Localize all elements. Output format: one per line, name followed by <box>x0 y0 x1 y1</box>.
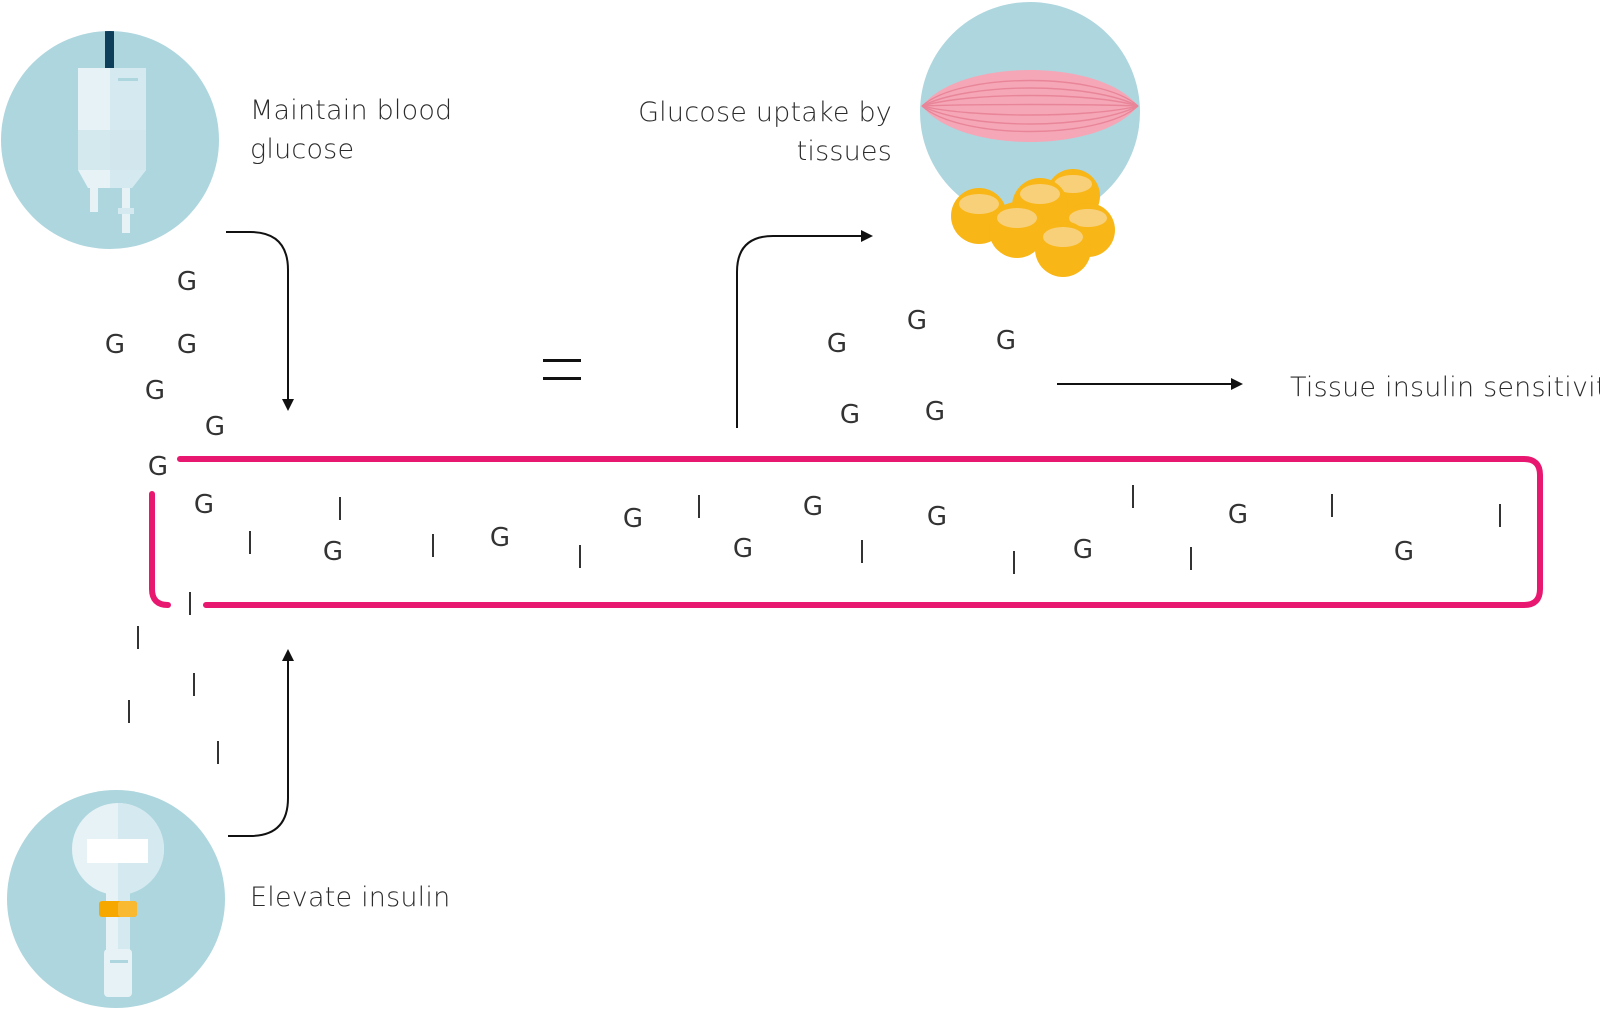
insulin-infusion-arrow <box>228 649 294 837</box>
glucose-molecule: G <box>148 452 168 482</box>
glucose-molecule: G <box>733 534 753 564</box>
equals-sign <box>543 359 581 380</box>
glucose-molecule: G <box>145 376 165 406</box>
blood-vessel <box>149 456 1543 608</box>
glucose-uptake-label: Glucose uptake by tissues <box>638 97 892 167</box>
glucose-molecule: G <box>194 490 214 520</box>
glucose-molecule: G <box>927 502 947 532</box>
glucose-molecule: G <box>907 306 927 336</box>
glucose-molecule: G <box>1073 535 1093 565</box>
insulin-symbols <box>128 485 1501 764</box>
insulin-infusion-icon <box>7 790 225 1008</box>
glucose-molecule: G <box>323 537 343 567</box>
muscle-fat-tissue-icon <box>920 2 1140 277</box>
fat-cells <box>951 169 1115 277</box>
glucose-infusion-arrow <box>226 231 294 411</box>
glucose-molecule: G <box>177 267 197 297</box>
glucose-molecule: G <box>840 400 860 430</box>
glucose-molecule: G <box>827 329 847 359</box>
glucose-molecule: G <box>205 412 225 442</box>
glucose-molecule: G <box>490 523 510 553</box>
maintain-blood-glucose-label: Maintain blood glucose <box>250 95 453 165</box>
glucose-symbols: G G G G G G G G G G G G G G G G G G G G … <box>105 267 1414 567</box>
glucose-molecule: G <box>1228 500 1248 530</box>
glucose-molecule: G <box>803 492 823 522</box>
iv-bag-icon <box>1 31 219 249</box>
tissue-sensitivity-label: Tissue insulin sensitivity <box>1290 372 1600 403</box>
elevate-insulin-label: Elevate insulin <box>250 882 451 913</box>
glucose-molecule: G <box>1394 537 1414 567</box>
glucose-uptake-arrow <box>736 230 873 428</box>
glucose-molecule: G <box>177 330 197 360</box>
glucose-molecule: G <box>925 397 945 427</box>
glucose-molecule: G <box>105 330 125 360</box>
glucose-molecule: G <box>623 504 643 534</box>
glucose-molecule: G <box>996 326 1016 356</box>
